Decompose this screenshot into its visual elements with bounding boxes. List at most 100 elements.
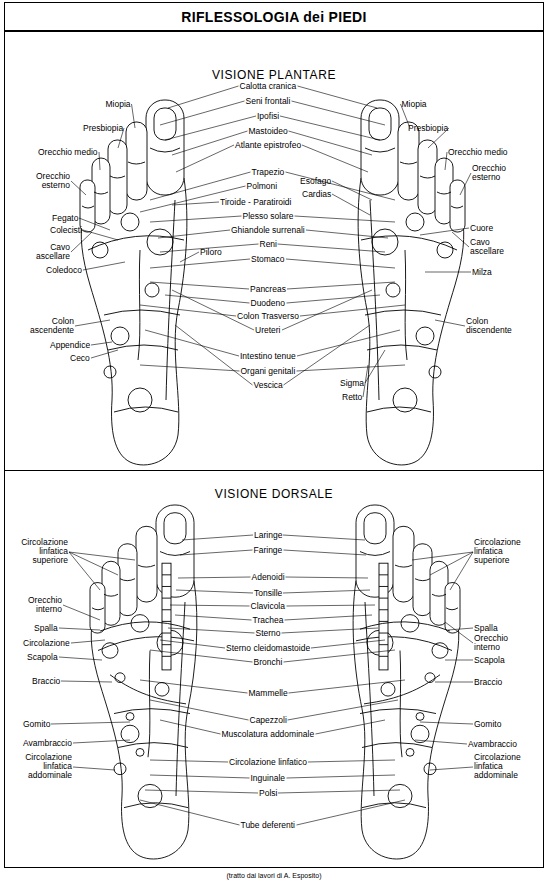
organ-label: Pancreas	[250, 285, 286, 294]
leader-line	[286, 259, 395, 268]
leader-line	[289, 680, 406, 693]
organ-label: Orecchio interno	[12, 596, 62, 614]
organ-label: Spalla	[474, 624, 498, 633]
organ-label: Colon discendente	[466, 317, 526, 335]
leader-line	[145, 790, 258, 793]
leader-line	[412, 552, 473, 560]
leader-line	[150, 775, 250, 778]
leader-line	[69, 552, 135, 560]
leader-line	[282, 628, 379, 633]
leader-line	[287, 605, 376, 606]
leader-line	[168, 628, 255, 633]
organ-label: Braccio	[32, 677, 60, 686]
leader-line	[298, 86, 378, 108]
leader-line	[283, 535, 365, 540]
organ-label: Atlante epistrofeo	[235, 141, 301, 150]
leader-line	[286, 577, 369, 578]
leader-line	[306, 230, 388, 238]
organ-label: Circolazione linfatica superiore	[474, 538, 540, 566]
leader-line	[132, 104, 136, 128]
organ-label: Circolazione linfatico	[229, 758, 307, 767]
organ-label: Miopia	[402, 100, 427, 109]
organ-label: Orecchio interno	[474, 634, 519, 652]
organ-label: Circolazione linfatica superiore	[6, 538, 68, 566]
organ-label: Fegato	[52, 214, 78, 223]
leader-line	[150, 216, 242, 222]
organ-label: Polmoni	[247, 182, 278, 191]
organ-label: Retto	[342, 393, 362, 402]
organ-label: Plesso solare	[243, 212, 294, 221]
leader-line	[308, 760, 395, 762]
leader-line	[430, 552, 473, 575]
leader-line	[73, 767, 115, 770]
organ-label: Adenoidi	[252, 573, 285, 582]
leader-line	[150, 259, 250, 268]
organ-label: Presbiopia	[83, 124, 123, 133]
leader-line	[158, 230, 230, 238]
organ-label: Laringe	[254, 531, 282, 540]
organ-label: Intestino tenue	[240, 352, 296, 361]
leader-line	[332, 194, 370, 215]
organ-label: Circolazione linfatica addominale	[6, 753, 72, 781]
leader-line	[140, 305, 236, 316]
leader-line	[282, 290, 372, 330]
organ-label: Sterno	[256, 629, 281, 638]
organ-label: Reni	[260, 240, 277, 249]
organ-label: Gomito	[474, 720, 501, 729]
title-bar: RIFLESSOLOGIA dei PIEDI	[4, 2, 544, 31]
leader-line	[182, 535, 253, 540]
organ-label: Mammelle	[249, 689, 288, 698]
organ-label: Cavo ascellare	[470, 238, 518, 256]
leader-line	[278, 790, 400, 793]
organ-label: Circolazione	[23, 639, 70, 648]
title: RIFLESSOLOGIA dei PIEDI	[181, 9, 366, 25]
leader-line	[172, 202, 219, 205]
panel-heading: VISIONE PLANTARE	[5, 68, 543, 82]
organ-label: Bronchi	[254, 658, 283, 667]
leader-line	[180, 550, 253, 555]
organ-label: Mastoideo	[249, 127, 288, 136]
leader-line	[83, 230, 118, 240]
leader-line	[51, 722, 130, 724]
organ-label: Clavicola	[251, 602, 286, 611]
leader-line	[140, 680, 248, 693]
leader-line	[165, 116, 256, 140]
leader-line	[297, 800, 406, 825]
organ-label: Avambraccio	[468, 740, 517, 749]
organ-label: Braccio	[474, 678, 502, 687]
organ-label: Tube deferenti	[241, 821, 296, 830]
organ-label: Coledoco	[46, 266, 82, 275]
leader-line	[278, 244, 386, 252]
organ-label: Faringe	[254, 546, 283, 555]
leader-line	[288, 700, 399, 720]
organ-label: Ghiandole surrenali	[231, 226, 305, 235]
organ-label: Ipofisi	[257, 112, 279, 121]
leader-line	[332, 181, 372, 200]
organ-label: Spalla	[34, 624, 58, 633]
leader-line	[176, 145, 234, 172]
caption: (tratto dai lavori di A. Esposito)	[0, 872, 548, 879]
leader-line	[286, 172, 396, 200]
organ-label: Ceco	[70, 354, 90, 363]
leader-line	[69, 552, 118, 575]
organ-label: Cavo ascellare	[24, 243, 70, 261]
leader-line	[69, 552, 100, 590]
leader-line	[71, 232, 92, 252]
organ-label: Cuore	[470, 224, 493, 233]
leader-line	[287, 295, 381, 303]
leader-line	[150, 172, 251, 200]
organ-label: Tiroide - Paratiroidi	[220, 198, 292, 207]
leader-line	[91, 350, 118, 358]
organ-label: Polsi	[259, 789, 277, 798]
organ-label: Avambraccio	[23, 739, 72, 748]
leader-line	[287, 282, 395, 289]
panel-heading: VISIONE DORSALE	[5, 487, 543, 501]
leader-line	[145, 330, 239, 356]
leader-line	[150, 700, 249, 720]
leader-line	[311, 640, 385, 648]
organ-label: Muscolatura addominale	[222, 730, 315, 739]
leader-line	[63, 605, 100, 620]
organ-label: Orecchio medio	[38, 148, 98, 157]
leader-line	[425, 272, 471, 273]
